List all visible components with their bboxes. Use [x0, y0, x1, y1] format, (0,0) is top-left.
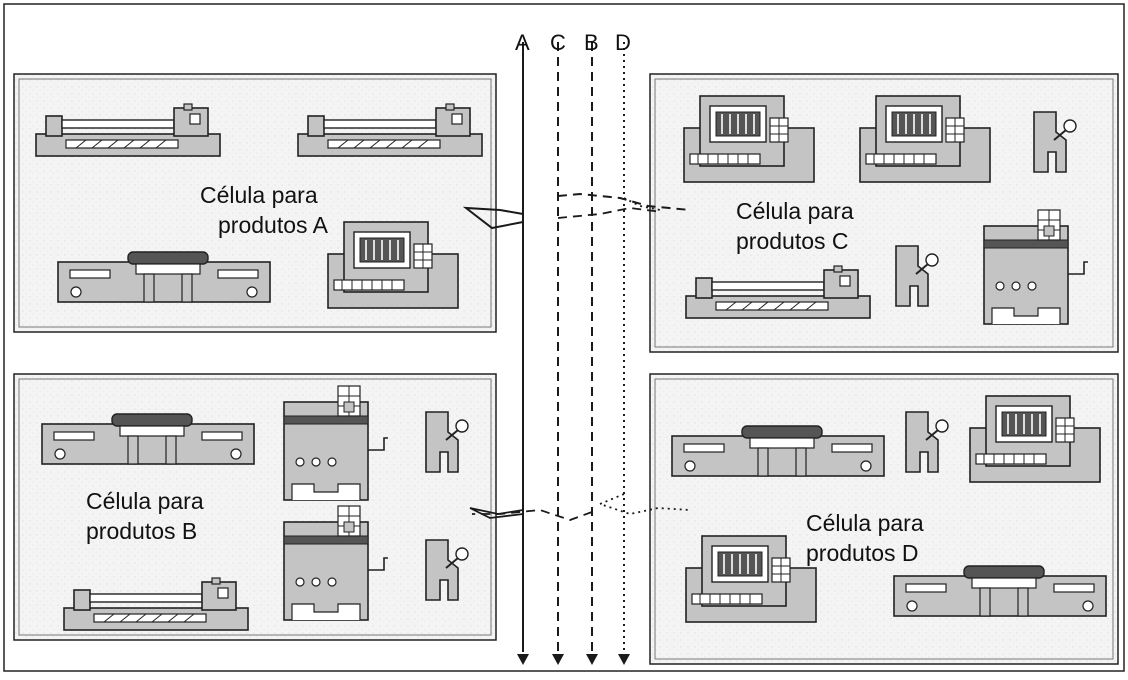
cell-label-a-line1: Célula para: [200, 180, 328, 210]
cell-label-a-line2: produtos A: [200, 210, 328, 240]
cell-label-c: Célula para produtos C: [736, 196, 854, 256]
flow-label-a: A: [515, 30, 530, 56]
flow-label-b: B: [584, 30, 599, 56]
cell-label-b-line1: Célula para: [86, 486, 204, 516]
cell-label-b-line2: produtos B: [86, 516, 204, 546]
cell-label-d: Célula para produtos D: [806, 508, 924, 568]
cell-label-d-line1: Célula para: [806, 508, 924, 538]
cell-label-c-line1: Célula para: [736, 196, 854, 226]
cell-label-a: Célula para produtos A: [200, 180, 328, 240]
flow-label-d: D: [615, 30, 631, 56]
cell-label-c-line2: produtos C: [736, 226, 854, 256]
cell-label-d-line2: produtos D: [806, 538, 924, 568]
flow-label-c: C: [550, 30, 566, 56]
cell-label-b: Célula para produtos B: [86, 486, 204, 546]
